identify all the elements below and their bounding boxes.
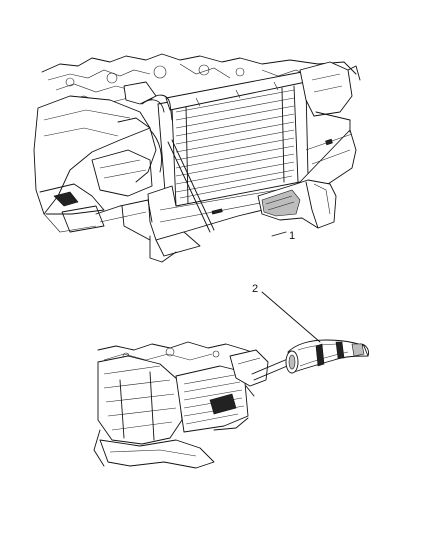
callout-1: 1 [271,230,295,242]
callout-2-label: 2 [252,283,258,295]
radiator-fins [175,89,295,199]
callout-2-leader [261,291,321,343]
front-end-radiator-illustration [33,53,361,263]
lower-air-duct-part [257,179,337,229]
air-intake-hose-part [285,339,369,374]
callout-1-label: 1 [289,230,295,242]
callout-2: 2 [252,283,321,343]
engine-bay-illustration [93,341,293,469]
callout-1-leader [271,231,287,237]
